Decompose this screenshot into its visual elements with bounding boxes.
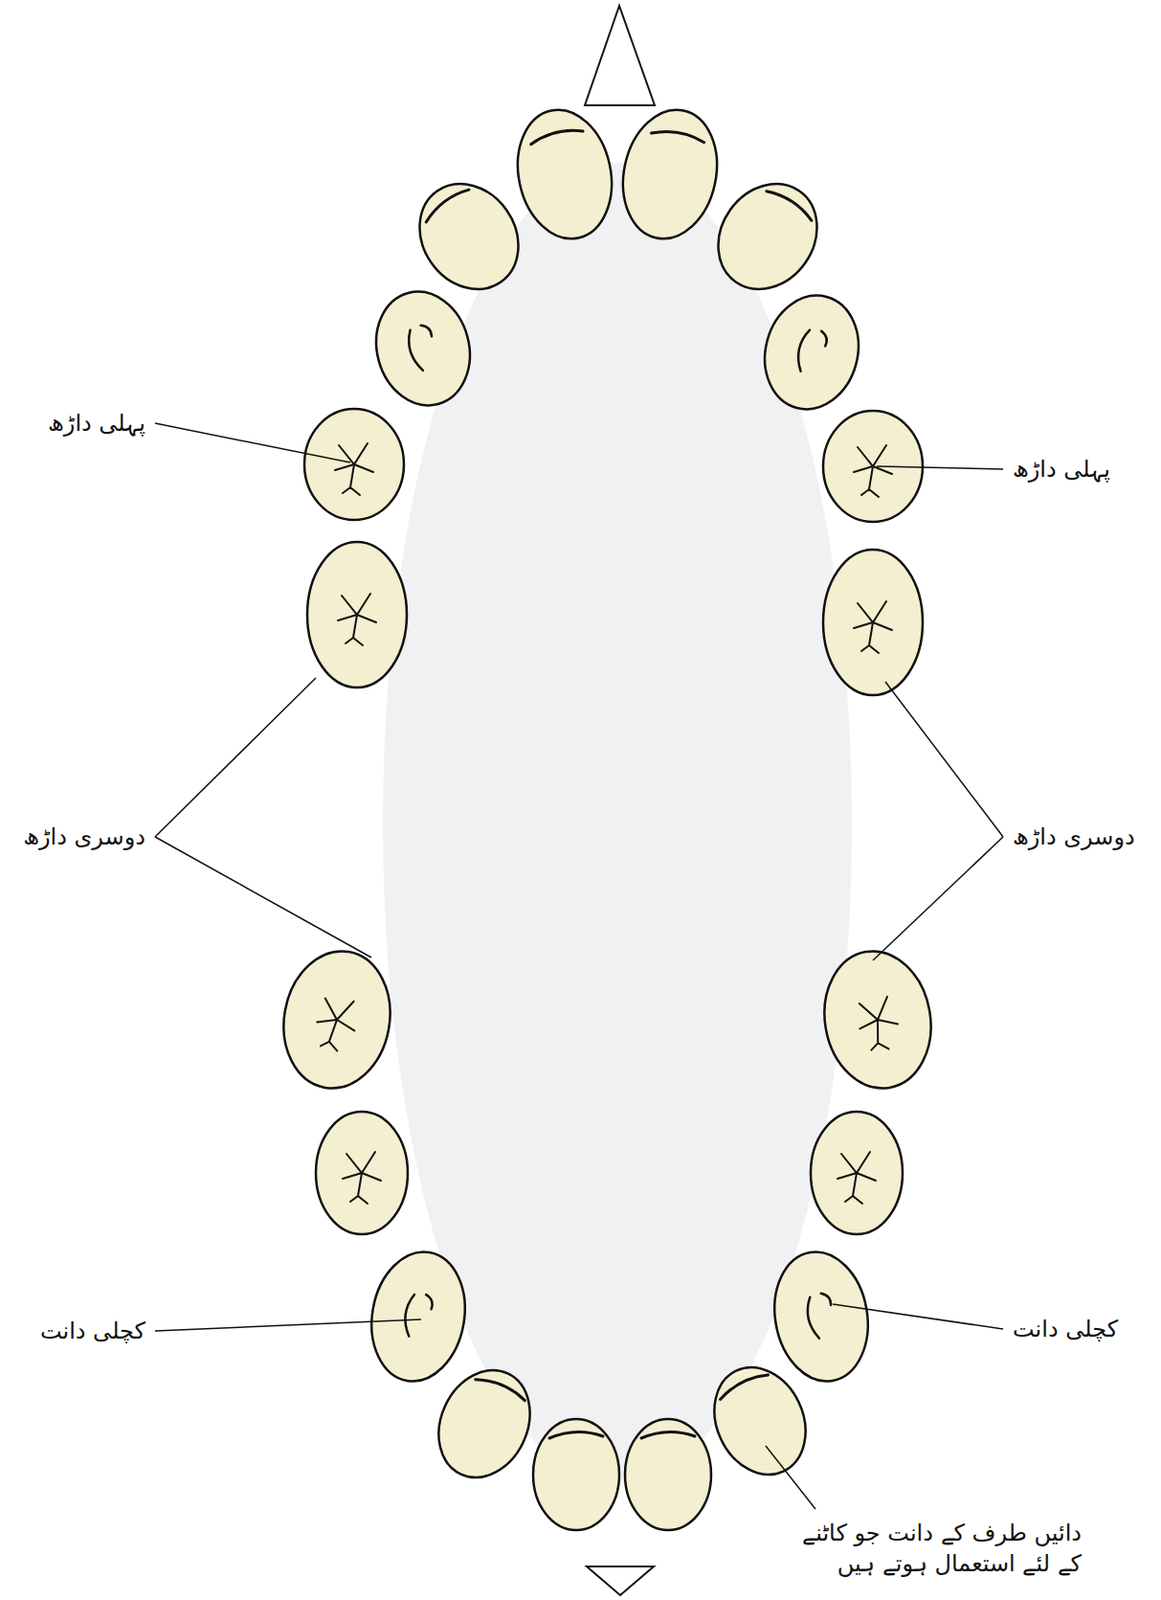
upper-teeth — [304, 101, 923, 695]
tooth — [813, 942, 941, 1097]
tooth-crown — [307, 541, 407, 688]
tooth-mark — [651, 127, 706, 145]
tooth — [625, 1418, 712, 1530]
leader-line — [872, 836, 1004, 961]
tooth-mark — [404, 323, 441, 373]
tooth-label: دوسری داڑھ — [1012, 821, 1136, 852]
tooth — [307, 541, 407, 688]
tooth-crown — [361, 1244, 475, 1389]
tooth-label: دائیں طرف کے دانت جو کاٹنے کے لئے استعما… — [794, 1517, 1082, 1580]
tooth — [315, 1111, 408, 1234]
tooth — [764, 1244, 878, 1389]
leader-line — [155, 677, 316, 837]
tooth-mark — [853, 445, 893, 497]
tooth-crown — [363, 281, 483, 417]
tooth — [506, 101, 624, 248]
tooth-mark — [717, 1370, 770, 1400]
tooth-label: دوسری داڑھ — [22, 821, 146, 852]
tooth — [823, 549, 923, 695]
leader-line — [155, 423, 351, 463]
tooth-mark — [854, 995, 902, 1053]
tooth-mark — [475, 1373, 528, 1403]
tooth-mark — [641, 1430, 695, 1438]
tooth-crown — [315, 1111, 408, 1234]
leader-line — [155, 1318, 422, 1331]
tooth — [399, 164, 538, 309]
tooth-crown — [810, 1111, 903, 1234]
tooth — [363, 281, 483, 417]
tooth-crown — [422, 1354, 548, 1492]
tooth-label: پہلی داڑھ — [47, 407, 146, 439]
tooth-mark — [549, 1430, 603, 1438]
tooth-crown — [399, 164, 538, 309]
tooth-label: کچلی دانت — [40, 1315, 146, 1346]
tooth-mark — [766, 185, 815, 222]
leader-line — [876, 466, 1004, 469]
tooth-mark — [337, 593, 377, 646]
tooth — [697, 1351, 824, 1489]
tooth-crown — [611, 101, 729, 248]
leader-line — [832, 1303, 1004, 1329]
tooth-crown — [764, 1244, 878, 1389]
leader-line — [885, 681, 1004, 837]
tooth-mark — [334, 443, 374, 495]
tooth — [697, 164, 837, 309]
tooth-mark — [342, 1151, 381, 1204]
tooth — [422, 1354, 548, 1492]
leader-line — [765, 1445, 816, 1509]
tooth — [611, 101, 729, 248]
tooth-mark — [312, 995, 360, 1053]
tooth-crown — [752, 285, 871, 421]
tooth-label: کچلی دانت — [1012, 1313, 1118, 1344]
tooth-crown — [697, 1351, 824, 1489]
tooth-crown — [697, 164, 837, 309]
tooth — [304, 408, 404, 520]
tooth-crown — [625, 1418, 712, 1530]
tooth — [533, 1418, 620, 1530]
tooth-crown — [272, 942, 401, 1097]
tooth-mark — [853, 601, 893, 653]
tooth-mark — [837, 1151, 876, 1204]
tooth — [752, 285, 871, 421]
tooth-label: پہلی داڑھ — [1012, 453, 1111, 485]
tooth-mark — [793, 326, 829, 376]
direction-triangle — [586, 1565, 654, 1595]
tooth-crown — [506, 101, 624, 248]
tooth — [810, 1111, 903, 1234]
tooth-mark — [423, 185, 471, 222]
tooth-crown — [533, 1418, 620, 1530]
tooth-mark — [529, 127, 583, 145]
tooth — [361, 1244, 475, 1389]
leader-lines — [155, 423, 1004, 1509]
direction-triangle — [584, 5, 655, 106]
lower-teeth — [272, 942, 941, 1530]
tooth-crown — [304, 408, 404, 520]
tooth-crown — [823, 549, 923, 695]
tooth-mark — [401, 1291, 434, 1340]
tooth-crown — [813, 942, 941, 1097]
tooth-mark — [803, 1291, 836, 1340]
tooth — [272, 942, 401, 1097]
leader-line — [155, 836, 372, 958]
